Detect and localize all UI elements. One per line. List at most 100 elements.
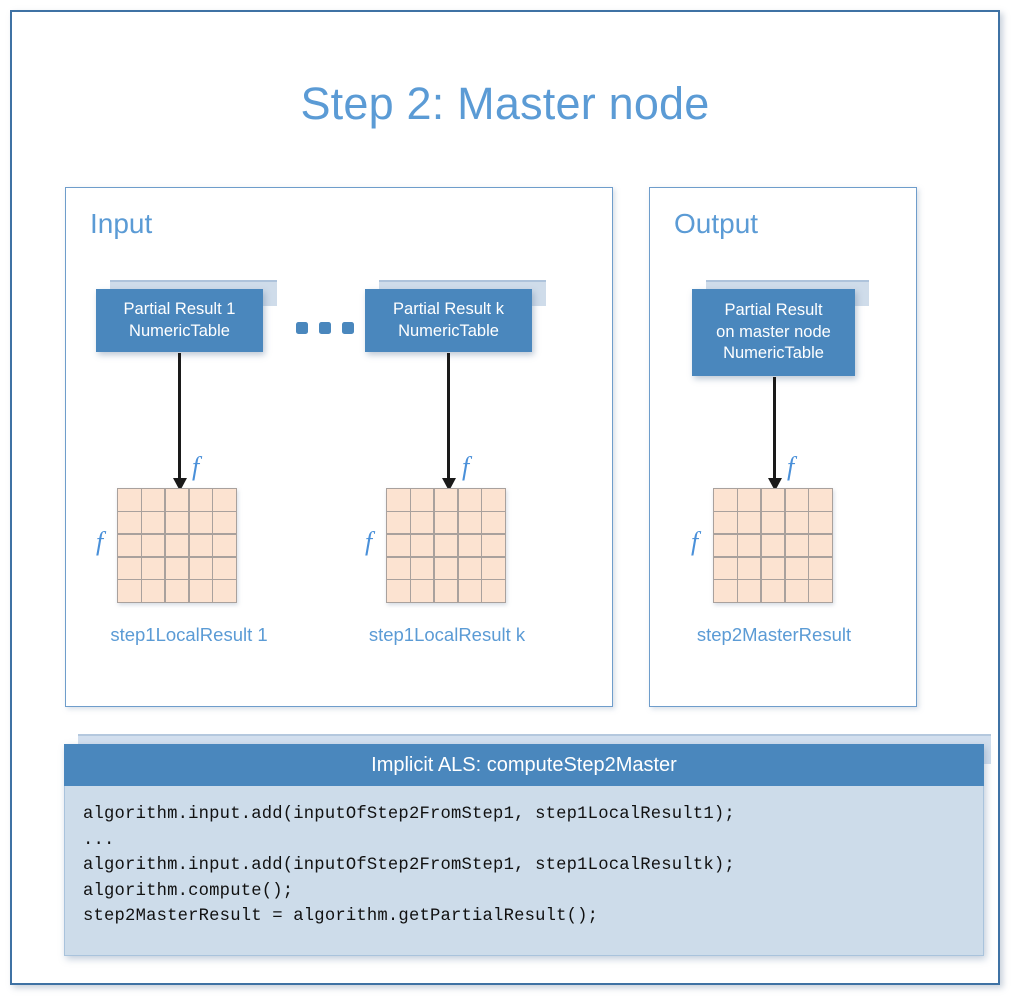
matrix-cell	[458, 580, 481, 602]
partial-result-master-label: Partial Result on master node NumericTab…	[692, 289, 855, 376]
matrix-cell	[458, 489, 481, 511]
matrix-cell	[482, 580, 505, 602]
code-line: algorithm.input.add(inputOfStep2FromStep…	[83, 856, 735, 875]
matrix-cell	[458, 557, 481, 579]
code-line: algorithm.input.add(inputOfStep2FromStep…	[83, 805, 735, 824]
caption-step1LocalResult-1: step1LocalResult 1	[110, 624, 268, 645]
matrix-cell	[482, 512, 505, 534]
matrix-cell	[165, 512, 189, 534]
matrix-cell	[411, 512, 434, 534]
matrix-cell	[785, 512, 808, 534]
matrix-cell	[213, 557, 236, 579]
matrix-cell	[165, 557, 189, 579]
matrix-cell	[118, 580, 141, 602]
matrix-cell	[785, 580, 808, 602]
matrix-cell	[761, 557, 785, 579]
matrix-cell	[809, 557, 832, 579]
matrix-cell	[714, 580, 737, 602]
output-panel: Output	[649, 187, 917, 707]
code-line: ...	[83, 830, 115, 850]
matrix-cell	[118, 512, 141, 534]
ellipsis-dots	[296, 322, 354, 334]
matrix-cell	[785, 489, 808, 511]
matrix-cell	[118, 534, 141, 557]
matrix-cell	[458, 534, 481, 557]
f-label-rows: f	[691, 527, 699, 556]
code-line: step2MasterResult = algorithm.getPartial…	[83, 907, 599, 926]
dot-icon	[342, 322, 354, 334]
matrix-cell	[189, 512, 212, 534]
matrix-cell	[411, 489, 434, 511]
matrix-cell	[142, 580, 165, 602]
dot-icon	[296, 322, 308, 334]
matrix-cell	[387, 489, 410, 511]
matrix-cell	[761, 534, 785, 557]
matrix-cell	[714, 489, 737, 511]
matrix-cell	[761, 580, 785, 602]
arrow-down-icon	[773, 377, 776, 480]
matrix-cell	[118, 489, 141, 511]
matrix-cell	[189, 580, 212, 602]
matrix-cell	[387, 557, 410, 579]
matrix-cell	[189, 557, 212, 579]
arrow-down-icon	[178, 353, 181, 480]
matrix-cell	[434, 489, 458, 511]
matrix-cell	[142, 557, 165, 579]
matrix-cell	[165, 534, 189, 557]
matrix-cell	[809, 489, 832, 511]
partial-result-1-card[interactable]: Partial Result 1 NumericTable	[96, 280, 277, 352]
code-panel: Implicit ALS: computeStep2Master algorit…	[64, 744, 984, 956]
matrix-cell	[189, 489, 212, 511]
matrix-cell	[118, 557, 141, 579]
matrix-cell	[189, 534, 212, 557]
caption-step2MasterResult: step2MasterResult	[696, 624, 852, 645]
f-label-columns: f	[192, 452, 200, 481]
matrix-cell	[434, 512, 458, 534]
matrix-cell	[434, 557, 458, 579]
code-block-body[interactable]: algorithm.input.add(inputOfStep2FromStep…	[64, 786, 984, 956]
matrix-cell	[738, 580, 761, 602]
matrix-cell	[213, 534, 236, 557]
matrix-cell	[738, 512, 761, 534]
matrix-cell	[738, 489, 761, 511]
matrix-cell	[785, 557, 808, 579]
matrix-cell	[213, 512, 236, 534]
caption-step1LocalResult-k: step1LocalResult k	[368, 624, 526, 645]
matrix-cell	[482, 557, 505, 579]
matrix-cell	[714, 534, 737, 557]
matrix-cell	[387, 534, 410, 557]
input-panel-title: Input	[90, 208, 153, 239]
matrix-cell	[714, 512, 737, 534]
matrix-cell	[165, 489, 189, 511]
f-label-rows: f	[365, 527, 373, 556]
code-block-header: Implicit ALS: computeStep2Master	[64, 744, 984, 786]
matrix-cell	[142, 489, 165, 511]
f-label-rows: f	[96, 527, 104, 556]
output-panel-title: Output	[674, 208, 759, 239]
matrix-cell	[809, 512, 832, 534]
matrix-cell	[411, 534, 434, 557]
matrix-cell	[434, 534, 458, 557]
code-line: algorithm.compute();	[83, 881, 294, 901]
dot-icon	[319, 322, 331, 334]
matrix-cell	[213, 580, 236, 602]
matrix-cell	[142, 534, 165, 557]
matrix-grid-step1-local-1	[117, 488, 237, 603]
matrix-grid-step2-master	[713, 488, 833, 603]
page-title: Step 2: Master node	[300, 78, 710, 129]
matrix-cell	[809, 580, 832, 602]
matrix-cell	[387, 580, 410, 602]
matrix-cell	[213, 489, 236, 511]
matrix-cell	[738, 557, 761, 579]
partial-result-1-label: Partial Result 1 NumericTable	[96, 289, 263, 352]
matrix-cell	[458, 512, 481, 534]
slide-frame: Step 2: Master node Input Partial Result…	[10, 10, 1000, 985]
matrix-cell	[785, 534, 808, 557]
arrow-down-icon	[447, 353, 450, 480]
matrix-grid-step1-local-k	[386, 488, 506, 603]
matrix-cell	[761, 512, 785, 534]
f-label-columns: f	[787, 452, 795, 481]
partial-result-k-card[interactable]: Partial Result k NumericTable	[365, 280, 546, 352]
partial-result-master-card[interactable]: Partial Result on master node NumericTab…	[692, 280, 869, 376]
input-panel: Input	[65, 187, 613, 707]
